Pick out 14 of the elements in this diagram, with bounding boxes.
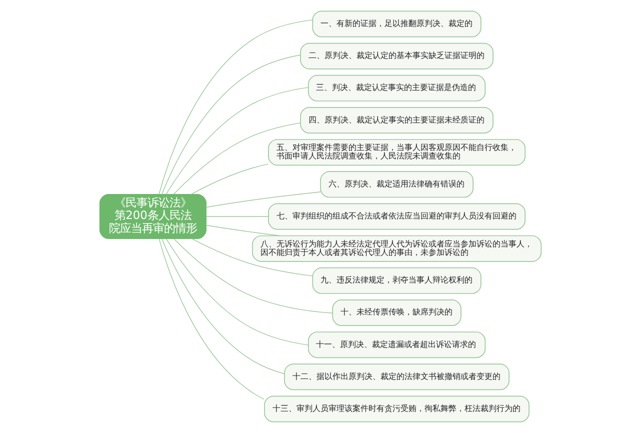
- connector: [172, 122, 300, 195]
- connector: [161, 238, 284, 374]
- connector: [191, 238, 312, 276]
- connector: [205, 216, 268, 217]
- connector: [165, 87, 308, 195]
- connector: [172, 238, 332, 314]
- connector: [160, 54, 300, 195]
- connector: [165, 238, 308, 346]
- node-box: 《民事诉讼法》第200条人民法院应当再审的情形: [98, 194, 206, 240]
- connector: [205, 224, 280, 236]
- connector: [158, 20, 312, 195]
- connector: [190, 164, 268, 195]
- connector: [205, 192, 320, 208]
- connector: [158, 238, 264, 400]
